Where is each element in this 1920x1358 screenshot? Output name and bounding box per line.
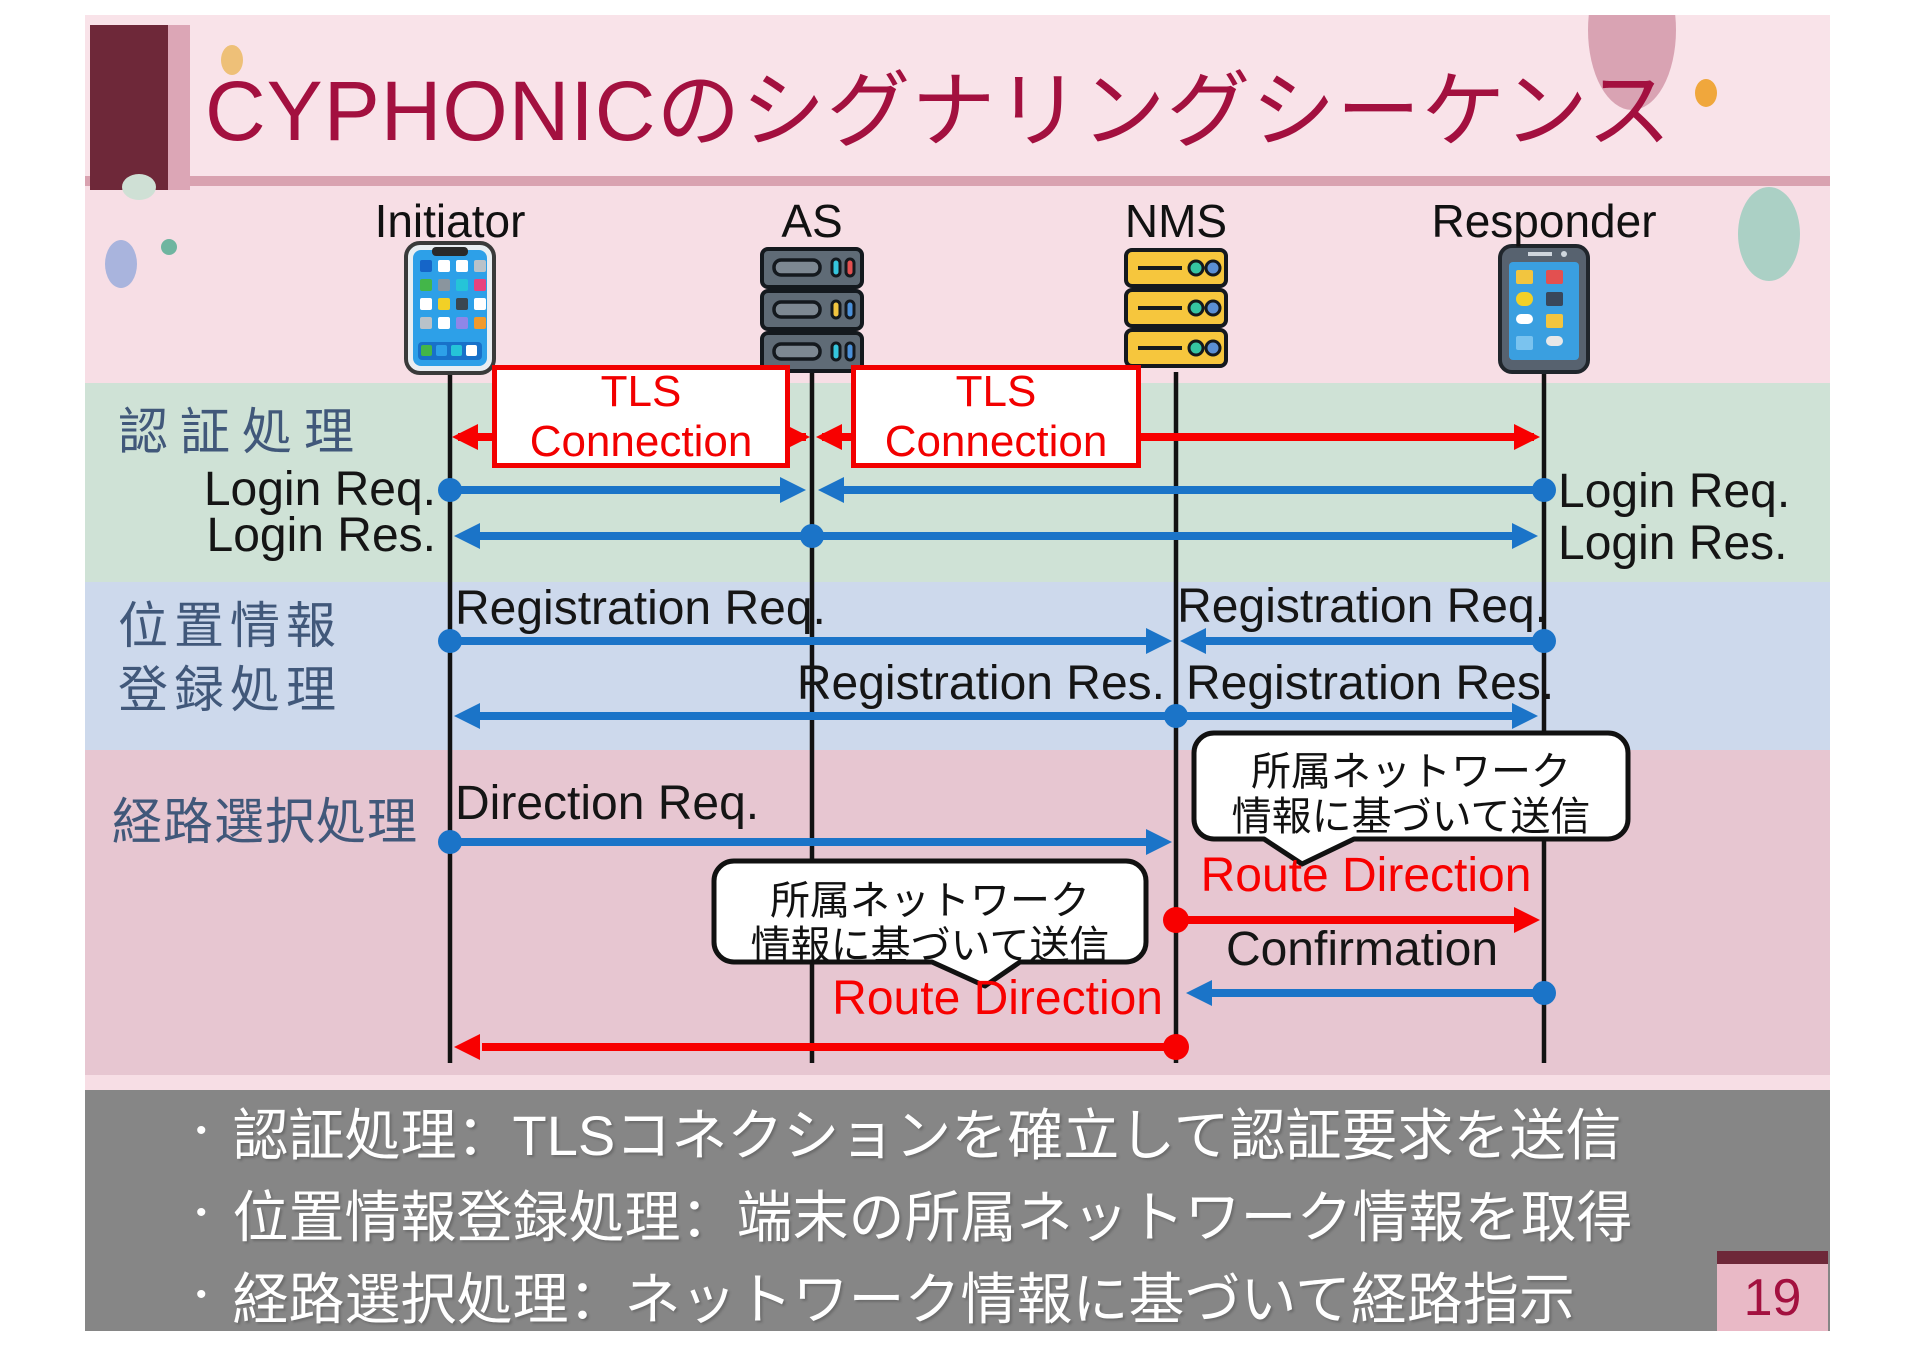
page-title: CYPHONICのシグナリングシーケンス [205,64,1673,158]
bullet-icon: • [196,1278,207,1311]
footer-bullet-row: • 経路選択処理：ネットワーク情報に基づいて経路指示 [196,1262,1575,1331]
label-login-res-right: Login Res. [1558,517,1788,570]
footer-bullet-row: • 位置情報登録処理：端末の所属ネットワーク情報を取得 [196,1180,1633,1249]
label-registration-req-right: Registration Req. [1177,580,1548,633]
footer-bullet-text-1: 認証処理：TLSコネクションを確立して認証要求を送信 [232,1103,1622,1167]
phase-label-route-selection: 経路選択処理 [112,794,418,850]
title-divider [85,176,1830,186]
title-accent-block [90,25,168,190]
title-accent-stripe [168,25,190,190]
phase-label-registration-line1: 位置情報 [118,598,342,654]
tls-connection-box-left: TLS Connection [492,365,790,468]
label-confirmation: Confirmation [1225,923,1499,976]
bullet-icon: • [196,1114,207,1147]
footer-panel [85,1090,1830,1331]
band-registration [85,582,1830,750]
page-number-box: 19 [1717,1264,1828,1331]
label-login-req-left: Login Req. [203,463,436,516]
label-login-req-right: Login Req. [1558,465,1791,518]
page-number: 19 [1743,1268,1802,1327]
callout-center-line1: 所属ネットワーク [770,879,1090,923]
actor-label-responder: Responder [1431,195,1657,247]
tls-connection-box-right: TLS Connection [851,365,1141,468]
label-login-res-left: Login Res. [206,509,436,562]
label-registration-res-right: Registration Res. [1186,657,1555,710]
tls-line2: Connection [529,416,753,466]
footer-bullet-text-3: 経路選択処理：ネットワーク情報に基づいて経路指示 [232,1267,1575,1331]
tls-line1: TLS [955,367,1037,417]
phase-label-authentication: 認証処理 [118,404,366,460]
label-route-direction-right: Route Direction [1200,849,1532,902]
callout-right-line2: 情報に基づいて送信 [1231,795,1591,839]
tls-line2: Connection [884,416,1108,466]
tls-line1: TLS [600,367,682,417]
footer-bullet-text-2: 位置情報登録処理：端末の所属ネットワーク情報を取得 [232,1185,1633,1249]
phase-label-registration-line2: 登録処理 [118,662,342,718]
label-direction-req: Direction Req. [455,777,760,830]
label-registration-res-center: Registration Res. [796,657,1165,710]
label-route-direction-center: Route Direction [832,972,1163,1025]
callout-right-line1: 所属ネットワーク [1251,750,1571,794]
page-number-accent-bar [1717,1251,1828,1264]
bullet-icon: • [196,1196,207,1229]
footer-bullet-row: • 認証処理：TLSコネクションを確立して認証要求を送信 [196,1098,1622,1167]
title-area [85,15,1830,176]
actor-label-as: AS [781,195,843,247]
label-registration-req-left: Registration Req. [455,582,826,635]
callout-center-line2: 情報に基づいて送信 [750,924,1110,968]
actor-label-nms: NMS [1124,195,1228,247]
actor-label-initiator: Initiator [374,195,526,247]
